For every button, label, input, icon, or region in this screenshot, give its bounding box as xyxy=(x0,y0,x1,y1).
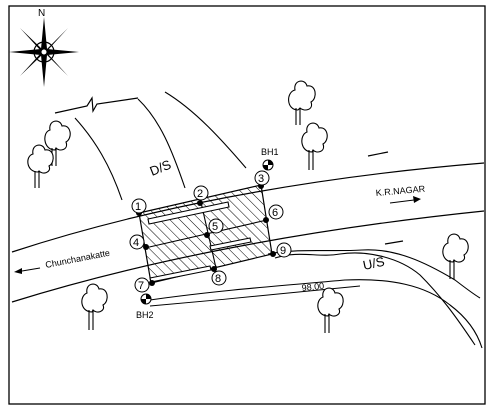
downstream-label: D/S xyxy=(148,157,174,179)
svg-text:2: 2 xyxy=(197,188,203,200)
svg-text:9: 9 xyxy=(280,245,286,257)
borehole-bh1-label: BH1 xyxy=(261,147,279,157)
tree-icon xyxy=(27,144,54,188)
contour-line-98-lower xyxy=(149,285,361,307)
svg-text:7: 7 xyxy=(138,280,144,292)
point-label-5: 5 xyxy=(208,218,224,234)
tree-icon xyxy=(301,122,328,170)
tree-icon xyxy=(81,283,108,330)
point-label-1: 1 xyxy=(131,198,147,214)
terrain-line-2 xyxy=(137,98,186,189)
svg-text:5: 5 xyxy=(212,221,218,233)
point-label-3: 3 xyxy=(254,170,270,186)
point-label-6: 6 xyxy=(268,204,284,220)
point-label-7: 7 xyxy=(134,277,150,293)
svg-text:Chunchanakatte: Chunchanakatte xyxy=(44,248,110,270)
map-frame xyxy=(8,5,486,405)
river-line-upper xyxy=(267,249,481,299)
borehole-bh2-label: BH2 xyxy=(136,310,154,320)
road-label-right: K.R.NAGAR xyxy=(375,184,426,198)
point-label-8: 8 xyxy=(211,270,227,286)
contour-label: 98.00 xyxy=(301,281,324,293)
tree-icon xyxy=(317,287,344,333)
tree-icon xyxy=(442,233,469,279)
dash-mark-1 xyxy=(367,151,389,157)
svg-text:8: 8 xyxy=(215,273,221,285)
borehole-bh2-icon xyxy=(140,293,152,305)
svg-text:K.R.NAGAR: K.R.NAGAR xyxy=(375,184,426,198)
terrain-line-3 xyxy=(164,91,247,169)
svg-text:6: 6 xyxy=(272,207,278,219)
contour-line-98 xyxy=(149,279,483,349)
compass-rose-icon xyxy=(9,17,79,87)
tree-icon xyxy=(288,80,316,125)
river-line-lower xyxy=(274,252,476,346)
terrain-line-1 xyxy=(74,117,123,201)
svg-text:3: 3 xyxy=(258,173,264,185)
point-label-2: 2 xyxy=(193,185,209,201)
road-label-left: Chunchanakatte xyxy=(44,248,110,270)
upstream-label: U/S xyxy=(362,254,387,273)
point-label-9: 9 xyxy=(276,242,292,258)
svg-text:1: 1 xyxy=(135,201,141,213)
svg-text:4: 4 xyxy=(133,237,139,249)
arrow-right-icon xyxy=(389,196,421,204)
point-label-4: 4 xyxy=(129,234,145,250)
break-line xyxy=(54,96,139,114)
compass-north-label: N xyxy=(38,8,45,19)
borehole-bh1-icon xyxy=(262,159,274,171)
dash-mark-2 xyxy=(384,240,404,245)
arrow-left-icon xyxy=(14,267,41,274)
